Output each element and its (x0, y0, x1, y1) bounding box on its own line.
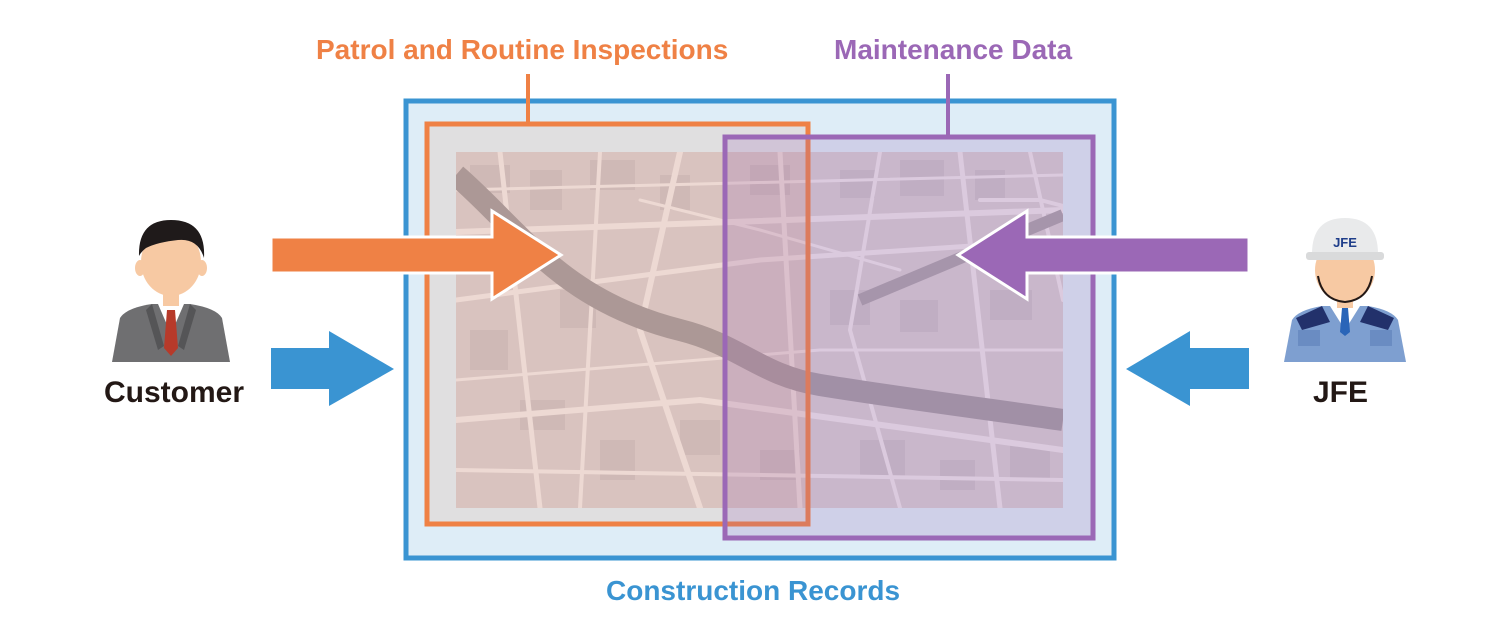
worker-with-helmet-icon (1284, 218, 1406, 362)
customer-label: Customer (104, 376, 245, 409)
blue-arrow-right (271, 331, 394, 406)
jfe-label: JFE (1313, 376, 1369, 409)
blue-arrow-left (1126, 331, 1249, 406)
maintenance-data-label: Maintenance Data (834, 34, 1073, 65)
patrol-inspections-overlay (424, 121, 811, 527)
orange-arrow-right (269, 208, 564, 302)
purple-arrow-left (955, 208, 1251, 302)
patrol-inspections-label: Patrol and Routine Inspections (316, 34, 729, 65)
helmet-jfe-text: JFE (1333, 235, 1357, 250)
maintenance-data-overlay (722, 134, 1096, 541)
construction-records-label: Construction Records (606, 575, 901, 606)
businessman-icon (112, 220, 230, 362)
city-map-icon (456, 152, 1063, 508)
